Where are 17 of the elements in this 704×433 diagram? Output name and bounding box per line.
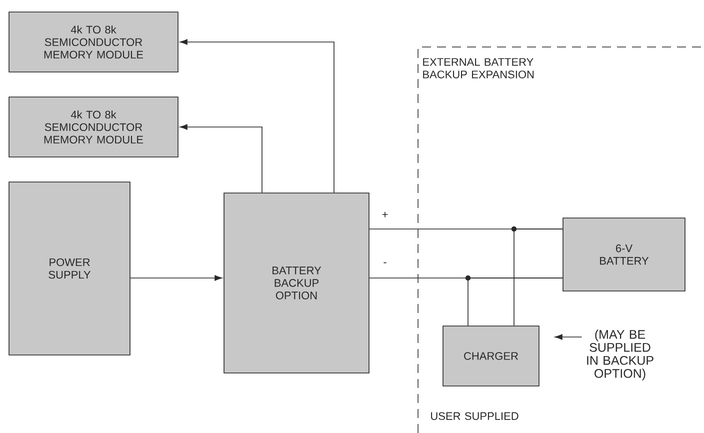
wire	[514, 228, 563, 326]
power-supply-box: POWER SUPPLY	[8, 182, 130, 356]
memory-module-box: 4k TO 8k SEMICONDUCTOR MEMORY MODULE	[8, 12, 178, 72]
region-label: USER SUPPLIED	[431, 412, 518, 420]
memory-module-box: 4k TO 8k SEMICONDUCTOR MEMORY MODULE	[8, 96, 178, 158]
arrow	[554, 334, 582, 340]
charger-box: CHARGER	[442, 326, 540, 386]
note-text: (MAY BE SUPPLIED IN BACKUP OPTION)	[587, 330, 654, 380]
arrow	[180, 39, 334, 193]
battery-box: 6-V BATTERY	[562, 218, 686, 292]
battery-backup-box: BATTERY BACKUP OPTION	[224, 192, 370, 374]
arrow	[180, 124, 262, 193]
wire	[468, 278, 563, 326]
polarity-label: -	[384, 262, 386, 264]
region-heading: EXTERNAL BATTERY BACKUP EXPANSION	[423, 58, 534, 78]
polarity-label: +	[382, 212, 388, 218]
arrow	[130, 275, 222, 281]
